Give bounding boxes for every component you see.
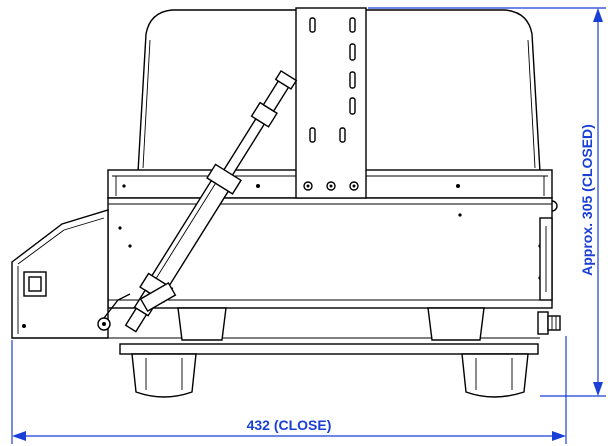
height-dimension-label: Approx. 305 (CLOSED) (579, 124, 595, 276)
bracket-slot (349, 97, 356, 115)
right-connector-tip (547, 315, 561, 331)
control-box (11, 209, 109, 339)
left-foot-lower (131, 353, 197, 398)
bracket-bolt (352, 184, 356, 188)
rim-screw (122, 184, 126, 188)
width-arrow-right (552, 431, 566, 441)
right-connector-body (537, 311, 549, 335)
height-arrow-bottom (593, 382, 603, 396)
bracket-slot (349, 17, 356, 33)
bracket-slot (349, 71, 356, 89)
lid-highlight-left (142, 39, 151, 169)
lower-link (103, 293, 131, 319)
bracket-slot (339, 127, 346, 143)
lid-highlight-right (527, 39, 536, 169)
right-foot-lower (461, 353, 529, 398)
width-dimension-label: 432 (CLOSE) (247, 417, 332, 433)
rim-screw (256, 184, 260, 188)
lower-pivot-pin (102, 322, 106, 326)
base-plate (119, 343, 539, 355)
bracket-bolt (329, 184, 333, 188)
width-arrow-left (12, 431, 26, 441)
bracket-bolt (306, 184, 310, 188)
body-screw (128, 244, 132, 248)
right-foot-upper (427, 307, 485, 341)
bracket-slot (309, 127, 316, 143)
height-arrow-top (593, 8, 603, 22)
left-foot-upper (177, 307, 227, 341)
power-switch-rocker (28, 276, 42, 292)
bracket-slot (349, 43, 356, 61)
rim-screw (456, 184, 460, 188)
control-box-edge (17, 229, 65, 265)
lower-strut-clamp (139, 281, 177, 313)
control-box-edge (63, 217, 105, 231)
bracket-slot (309, 17, 316, 33)
body-screw (458, 213, 462, 217)
control-screw (22, 324, 26, 328)
body-screw (118, 226, 122, 230)
